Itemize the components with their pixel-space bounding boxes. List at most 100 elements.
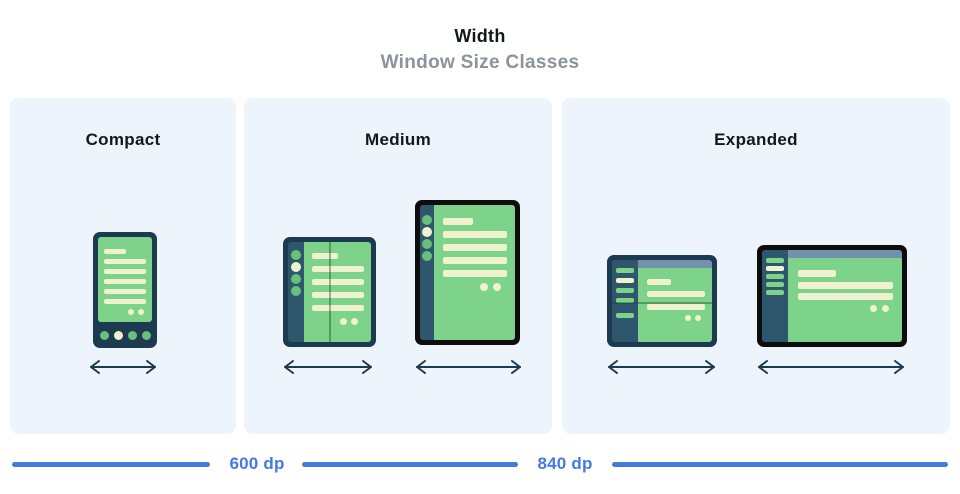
rail-dot [291,274,301,284]
width-arrow-icon [608,360,715,374]
diagram-subtitle: Window Size Classes [380,52,580,73]
nav-rail [288,242,304,342]
nav-dot [113,330,123,340]
tablet-display [420,205,515,340]
menu-line [616,268,634,273]
content-line [798,282,893,289]
content-dot [685,315,691,321]
content-dot-row [104,309,146,315]
content-line [312,266,364,272]
content-line [104,259,146,264]
diagram-title: Width [454,26,506,46]
content-line [104,269,146,274]
foldable-screen [304,242,371,342]
menu-line [616,298,634,303]
ruler-line-segment [612,462,948,467]
content-line [312,253,338,259]
content-line [312,279,364,285]
content-dot [480,283,488,291]
rail-dot [422,215,432,225]
menu-line [766,258,784,263]
panel-compact-title: Compact [85,130,161,149]
content-dot-row [443,283,507,291]
width-arrow-icon [416,360,521,374]
phone-nav-bar [98,322,152,348]
content-line [443,257,507,264]
breakpoint-label-600dp: 600 dp [229,454,285,473]
content-line [798,270,836,277]
panel-medium-title: Medium [364,130,432,149]
app-top-bar [788,250,902,258]
rail-dot [291,286,301,296]
tablet-screen [434,205,515,340]
content-pane [788,258,902,342]
menu-line [616,313,634,318]
rail-dot [422,239,432,249]
menu-line [766,266,784,271]
menu-line [616,278,634,283]
content-dot-row [312,318,364,325]
foldable-display [288,242,371,342]
content-line [104,249,126,254]
menu-line [766,290,784,295]
rail-dot [291,250,301,260]
ruler-line-segment [302,462,518,467]
content-line [443,231,507,238]
panel-expanded-title: Expanded [714,130,798,149]
menu-line [766,282,784,287]
content-line [647,304,705,310]
tablet-portrait-illustration [415,200,520,345]
nav-dot [99,330,109,340]
ruler-line-segment [12,462,210,467]
nav-dot [141,330,151,340]
main-area [788,250,902,342]
fold-line [329,242,331,342]
content-dot [870,305,877,312]
width-arrow-icon [758,360,904,374]
content-dot [340,318,347,325]
foldable-landscape-illustration [607,255,717,347]
nav-dot [127,330,137,340]
tablet-landscape-illustration [757,245,907,347]
content-line [104,279,146,284]
nav-rail [420,205,434,340]
rail-dot [422,251,432,261]
breakpoint-label-840dp: 840 dp [537,454,593,473]
content-dot [882,305,889,312]
content-line [312,305,364,311]
content-line [443,218,473,225]
rail-dot [422,227,432,237]
main-area [638,260,712,342]
content-line [443,244,507,251]
foldable-portrait-illustration [283,237,376,347]
content-dot-row [647,315,705,321]
content-pane [638,268,712,342]
content-dot [695,315,701,321]
menu-line [766,274,784,279]
menu-line [616,288,634,293]
content-line [647,279,671,285]
content-line [104,289,146,294]
panel-expanded: Expanded [562,98,950,434]
foldable-display [612,260,712,342]
content-dot-row [798,305,893,312]
width-arrow-icon [284,360,372,374]
nav-drawer [612,260,638,342]
tablet-display [762,250,902,342]
content-line [647,291,705,297]
content-line [798,293,893,300]
fold-line [612,302,712,304]
phone-illustration [93,232,157,348]
rail-dot [291,262,301,272]
app-top-bar [638,260,712,268]
content-dot [128,309,134,315]
content-line [443,270,507,277]
content-dot [138,309,144,315]
panel-compact: Compact [10,98,236,434]
phone-screen [98,237,152,322]
nav-drawer [762,250,788,342]
content-line [104,299,146,304]
content-line [312,292,364,298]
content-dot [351,318,358,325]
